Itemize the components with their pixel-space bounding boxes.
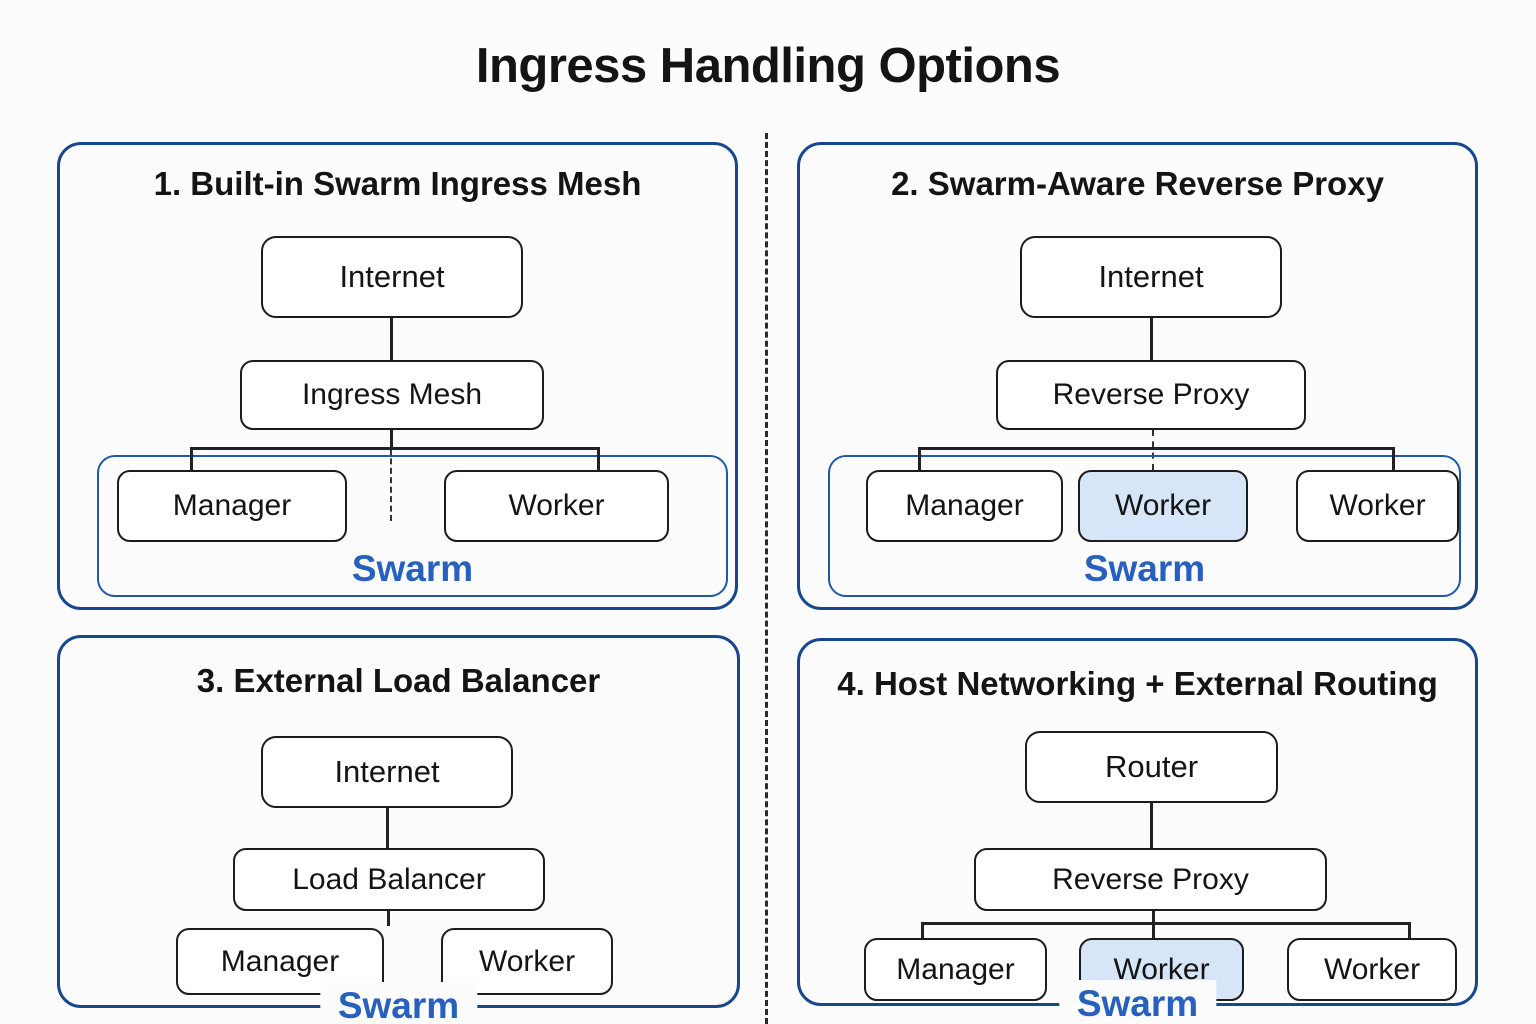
connector-branch-left-stub (190, 447, 193, 470)
swarm-label: Swarm (1058, 979, 1217, 1024)
node-router: Router (1025, 731, 1278, 803)
node-manager: Manager (864, 938, 1047, 1001)
node-manager: Manager (117, 470, 347, 542)
connector-branch-horizontal (190, 447, 600, 450)
connector-internet-to-reverse-proxy (1150, 318, 1153, 360)
node-manager: Manager (866, 470, 1063, 542)
panel-external-load-balancer: 3. External Load Balancer Internet Load … (57, 635, 740, 1024)
swarm-label: Swarm (351, 547, 474, 589)
connector-branch-horizontal (918, 447, 1395, 450)
panel-built-in-swarm-ingress-mesh: 1. Built-in Swarm Ingress Mesh Internet … (57, 142, 738, 610)
connector-proxy-stub (1152, 911, 1155, 924)
node-reverse-proxy: Reverse Proxy (974, 848, 1327, 911)
connector-branch-horizontal (921, 922, 1411, 925)
connector-branch-right-stub (1392, 447, 1395, 470)
node-worker: Worker (444, 470, 669, 542)
connector-branch-left-stub (921, 922, 924, 939)
connector-branch-left-stub (918, 447, 921, 470)
node-ingress-mesh: Ingress Mesh (240, 360, 544, 430)
node-reverse-proxy: Reverse Proxy (996, 360, 1306, 430)
swarm-label: Swarm (319, 981, 478, 1024)
node-internet: Internet (261, 236, 523, 318)
connector-branch-right-stub (597, 447, 600, 470)
center-dashed-divider (765, 133, 768, 1024)
connector-load-balancer-stub (387, 911, 390, 926)
node-worker: Worker (1296, 470, 1459, 542)
swarm-label: Swarm (1083, 547, 1206, 589)
connector-mesh-dashed-line (390, 449, 392, 521)
panel-host-networking-external-routing: 4. Host Networking + External Routing Ro… (797, 638, 1478, 1024)
panel-3-heading: 3. External Load Balancer (196, 662, 601, 699)
node-load-balancer: Load Balancer (233, 848, 545, 911)
panel-2-heading: 2. Swarm-Aware Reverse Proxy (891, 165, 1384, 202)
node-worker-highlighted: Worker (1078, 470, 1248, 542)
connector-internet-to-load-balancer (386, 808, 389, 848)
swarm-boundary: Swarm (828, 455, 1461, 597)
panel-1-heading: 1. Built-in Swarm Ingress Mesh (153, 165, 642, 202)
panel-swarm-aware-reverse-proxy: 2. Swarm-Aware Reverse Proxy Internet Re… (797, 142, 1478, 610)
connector-internet-to-ingress-mesh (390, 318, 393, 360)
node-internet: Internet (1020, 236, 1282, 318)
page-title: Ingress Handling Options (475, 39, 1061, 93)
node-worker: Worker (1287, 938, 1457, 1001)
connector-proxy-dashed-line (1152, 430, 1154, 470)
connector-router-to-reverse-proxy (1150, 803, 1153, 848)
connector-ingress-mesh-stub (390, 430, 393, 448)
swarm-boundary: Swarm (97, 455, 728, 597)
panel-4-heading: 4. Host Networking + External Routing (837, 665, 1438, 702)
connector-branch-right-stub (1408, 922, 1411, 939)
connector-branch-middle-stub (1152, 922, 1155, 939)
node-internet: Internet (261, 736, 513, 808)
